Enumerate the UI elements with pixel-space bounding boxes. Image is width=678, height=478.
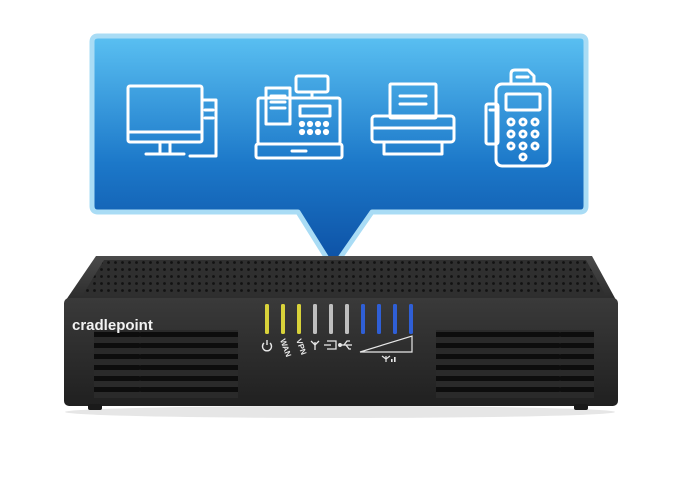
signal-bar-led-3	[393, 304, 397, 334]
led-indicators	[265, 304, 413, 334]
left-front-vent	[94, 330, 238, 398]
signal-led	[313, 304, 317, 334]
signal-bar-led-1	[361, 304, 365, 334]
router-device	[64, 256, 618, 418]
right-front-vent	[436, 330, 594, 398]
usb-led	[345, 304, 349, 334]
card-payment-terminal-icon	[484, 68, 552, 168]
brand-logo: cradlepoint	[72, 317, 153, 334]
ethernet-led	[329, 304, 333, 334]
ethernet-icon	[324, 340, 337, 350]
printer-icon	[370, 82, 456, 156]
cash-register-icon	[254, 74, 344, 160]
router-vent-grille	[82, 260, 606, 296]
signal-strength-icon	[359, 335, 413, 362]
speech-bubble	[89, 33, 589, 271]
power-led	[265, 304, 269, 334]
power-icon	[261, 340, 273, 352]
vpn-led	[297, 304, 301, 334]
usb-icon	[338, 340, 352, 350]
signal-bar-led-2	[377, 304, 381, 334]
wan-led	[281, 304, 285, 334]
signal-bar-led-4	[409, 304, 413, 334]
desktop-computer-icon	[126, 84, 218, 158]
antenna-icon	[310, 340, 320, 350]
